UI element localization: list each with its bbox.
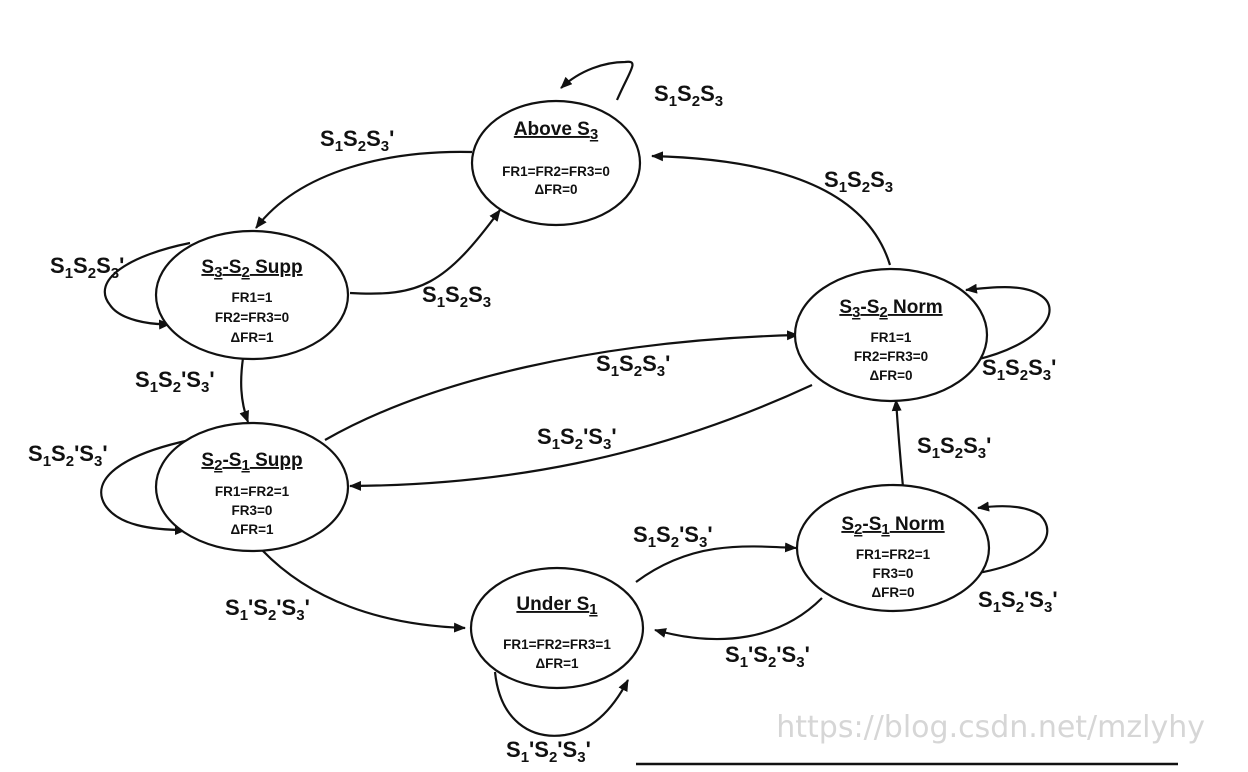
state-s2-s1-supp: S2-S1 Supp FR1=FR2=1 FR3=0 ΔFR=1 xyxy=(154,421,350,553)
state-node xyxy=(793,267,989,403)
edge-s2s1supp-to-s3s2norm xyxy=(324,330,799,441)
state-line: FR3=0 xyxy=(873,566,914,581)
state-s3-s2-norm: S3-S2 Norm FR1=1 FR2=FR3=0 ΔFR=0 xyxy=(793,267,989,403)
state-line: FR1=1 xyxy=(871,330,912,345)
state-node xyxy=(154,421,350,553)
state-title: S2-S1 Norm xyxy=(841,514,944,538)
edge-label: S1S2'S3' xyxy=(28,441,108,470)
state-node xyxy=(795,483,991,613)
edge-s2s1norm-to-s3s2norm xyxy=(891,399,905,488)
edge-label: S1S2S3 xyxy=(654,81,723,110)
edge-above-self-loop xyxy=(560,60,634,101)
state-line: ΔFR=0 xyxy=(534,182,577,197)
state-line: FR1=FR2=FR3=1 xyxy=(503,637,611,652)
edge-label: S1'S2'S3' xyxy=(725,642,810,671)
edge-under-to-s2s1norm xyxy=(635,542,797,583)
edge-labels: S1S2S3 S1S2S3' S1S2S3 S1S2S3 S1S2S3' S1S… xyxy=(28,81,1058,766)
edge-label: S1S2S3' xyxy=(596,351,670,380)
state-line: FR1=FR2=1 xyxy=(215,484,290,499)
state-title: S2-S1 Supp xyxy=(201,450,302,474)
state-above-s3: Above S3 FR1=FR2=FR3=0 ΔFR=0 xyxy=(470,99,642,227)
edges xyxy=(100,60,1051,737)
edge-s3s2norm-self-loop xyxy=(965,283,1051,362)
edge-label: S1S2'S3' xyxy=(537,424,617,453)
edge-label: S1S2S3 xyxy=(824,167,893,196)
state-line: FR1=FR2=1 xyxy=(856,547,931,562)
edge-s2s1norm-to-under xyxy=(654,597,823,641)
edge-s3s2norm-to-above xyxy=(651,151,892,266)
state-line: ΔFR=1 xyxy=(230,522,274,537)
state-line: ΔFR=1 xyxy=(230,330,274,345)
state-line: ΔFR=0 xyxy=(871,585,914,600)
state-line: FR3=0 xyxy=(232,503,273,518)
state-line: ΔFR=1 xyxy=(535,656,579,671)
edge-label: S1S2S3' xyxy=(320,126,394,155)
state-title: Above S3 xyxy=(514,119,598,143)
edge-s3s2supp-to-s2s1supp xyxy=(239,357,250,423)
edge-label: S1S2'S3' xyxy=(978,587,1058,616)
edge-label: S1S2S3 xyxy=(422,282,491,311)
state-s2-s1-norm: S2-S1 Norm FR1=FR2=1 FR3=0 ΔFR=0 xyxy=(795,483,991,613)
edge-s2s1supp-to-under xyxy=(261,549,466,633)
state-line: FR1=1 xyxy=(232,290,273,305)
edge-label: S1S2'S3' xyxy=(135,367,215,396)
state-node xyxy=(469,566,645,690)
state-title: S3-S2 Supp xyxy=(201,257,302,281)
edge-label: S1'S2'S3' xyxy=(506,737,591,766)
edge-label: S1S2S3' xyxy=(50,253,124,282)
edge-under-self-loop xyxy=(493,671,629,737)
state-line: FR2=FR3=0 xyxy=(215,310,289,325)
edge-label: S1'S2'S3' xyxy=(225,595,310,624)
edge-s3s2norm-to-s2s1supp xyxy=(349,384,813,491)
edge-label: S1S2'S3' xyxy=(633,522,713,551)
state-node xyxy=(154,229,350,361)
edge-s2s1norm-self-loop xyxy=(964,501,1049,577)
state-line: FR1=FR2=FR3=0 xyxy=(502,164,610,179)
state-title: S3-S2 Norm xyxy=(839,297,942,321)
edge-above-to-s3s2supp xyxy=(255,150,473,229)
watermark-text: https://blog.csdn.net/mzlyhy xyxy=(776,710,1205,745)
edge-s3s2supp-to-above xyxy=(349,209,501,295)
edge-s3s2supp-self-loop xyxy=(103,241,191,330)
state-title: Under S1 xyxy=(516,594,597,618)
state-line: FR2=FR3=0 xyxy=(854,349,928,364)
state-line: ΔFR=0 xyxy=(869,368,912,383)
edge-label: S1S2S3' xyxy=(917,433,991,462)
state-node xyxy=(470,99,642,227)
state-s3-s2-supp: S3-S2 Supp FR1=1 FR2=FR3=0 ΔFR=1 xyxy=(154,229,350,361)
state-under-s1: Under S1 FR1=FR2=FR3=1 ΔFR=1 xyxy=(469,566,645,690)
edge-label: S1S2S3' xyxy=(982,355,1056,384)
edge-s2s1supp-self-loop xyxy=(100,438,191,535)
